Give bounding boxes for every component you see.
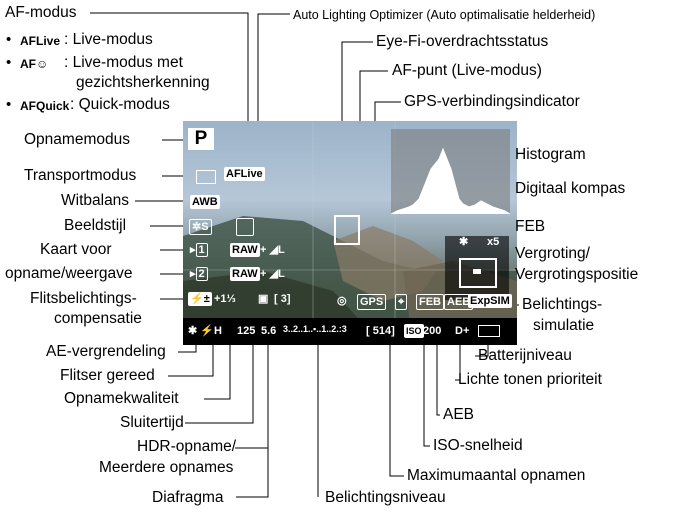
aperture-value: 5.6	[261, 325, 277, 337]
label-iso: ISO-snelheid	[433, 437, 523, 454]
hdr-icon: ▣	[258, 293, 269, 305]
quality2-icon: + ◢L	[260, 268, 285, 280]
histogram-panel	[390, 129, 511, 215]
raw1-icon: RAW	[230, 243, 260, 257]
magnify-star-icon: ✱	[459, 236, 469, 248]
label-kaart-1: Kaart voor	[40, 241, 112, 258]
label-face-1: : Live-modus met	[64, 54, 183, 71]
label-batterij: Batterijniveau	[478, 347, 572, 364]
label-ae-vergrendeling: AE-vergrendeling	[46, 343, 166, 360]
label-flitser-gereed: Flitser gereed	[60, 367, 155, 384]
af-quick-code: AFQuick	[20, 99, 70, 113]
gps-icon: GPS	[357, 294, 387, 310]
expsim-icon: ExpSIM	[468, 294, 512, 308]
label-flits-2: compensatie	[54, 310, 142, 327]
label-witbalans: Witbalans	[61, 192, 130, 209]
hdr-count: [ 3]	[274, 293, 291, 305]
label-vergroting-2: Vergrotingspositie	[515, 266, 639, 283]
label-kaart-2: opname/weergave	[5, 265, 133, 282]
iso-badge: ISO	[404, 324, 424, 338]
label-beeldstijl: Beeldstijl	[64, 217, 127, 234]
picture-style-icon: ✲S	[189, 219, 212, 235]
flash-comp-value: +1⅓	[214, 293, 236, 305]
status-bar	[183, 318, 517, 345]
flash-comp-icon: ⚡±	[188, 292, 212, 306]
label-max: Maximumaantal opnamen	[407, 467, 586, 484]
label-alo: Auto Lighting Optimizer (Auto optimalisa…	[293, 8, 596, 22]
af-face-code: AF☺	[20, 57, 49, 71]
shooting-mode-icon: P	[188, 128, 214, 150]
bullet-1: •	[6, 31, 12, 48]
magnification-value: x5	[487, 236, 500, 248]
label-lichte: Lichte tonen prioriteit	[458, 371, 602, 388]
label-hdr-2: Meerdere opnames	[99, 459, 234, 476]
quality1-icon: + ◢L	[260, 244, 285, 256]
eyefi-icon: ◎	[337, 295, 347, 307]
label-belichtingsniveau: Belichtingsniveau	[325, 489, 446, 506]
card1-icon: ▸1	[190, 243, 208, 257]
label-simulatie-2: simulatie	[533, 317, 595, 334]
ae-lock-flash-icon: ✱ ⚡H	[188, 325, 222, 337]
label-eyefi: Eye-Fi-overdrachtsstatus	[376, 33, 549, 50]
label-live: : Live-modus	[64, 31, 153, 48]
label-afpunt: AF-punt (Live-modus)	[392, 62, 542, 79]
label-feb: FEB	[515, 218, 546, 235]
label-quick: : Quick-modus	[70, 96, 170, 113]
label-flits-1: Flitsbelichtings-	[30, 290, 137, 307]
raw2-icon: RAW	[230, 267, 260, 281]
label-histogram: Histogram	[515, 146, 586, 163]
alo-icon	[236, 218, 254, 236]
battery-icon	[478, 325, 500, 337]
shutter-value: 125	[237, 325, 256, 337]
card2-icon: ▸2	[190, 267, 208, 281]
white-balance-icon: AWB	[190, 195, 220, 209]
label-simulatie-1: Belichtings-	[522, 296, 603, 313]
label-aeb: AEB	[443, 406, 475, 423]
label-transportmodus: Transportmodus	[24, 167, 137, 184]
af-live-icon: AFLive	[224, 167, 265, 181]
bullet-3: •	[6, 96, 12, 113]
label-opnamekwaliteit: Opnamekwaliteit	[64, 390, 179, 407]
label-gps: GPS-verbindingsindicator	[404, 93, 580, 110]
highlight-priority-icon: D+	[455, 325, 470, 337]
label-face-2: gezichtsherkenning	[76, 74, 210, 91]
label-vergroting-1: Vergroting/	[515, 245, 590, 262]
magnification-position	[473, 269, 481, 274]
feb-icon: FEB	[416, 294, 444, 310]
label-opnamemodus: Opnamemodus	[24, 131, 130, 148]
label-sluitertijd: Sluitertijd	[120, 414, 184, 431]
exposure-scale: 3..2..1..▪..1..2.:3	[283, 324, 347, 334]
label-diafragma: Diafragma	[152, 489, 224, 506]
drive-mode-icon	[196, 170, 216, 184]
shots-remaining: [ 514]	[366, 325, 395, 337]
iso-value: 200	[423, 325, 442, 337]
magnification-box: ✱ x5	[445, 236, 509, 300]
label-hdr-1: HDR-opname/	[137, 438, 237, 455]
bullet-2: •	[6, 54, 12, 71]
compass-icon: ⌖	[395, 294, 408, 310]
magnification-frame	[459, 258, 497, 288]
af-live-code: AFLive	[20, 34, 61, 48]
label-af-modus: AF-modus	[5, 4, 77, 21]
label-kompas: Digitaal kompas	[515, 180, 626, 197]
